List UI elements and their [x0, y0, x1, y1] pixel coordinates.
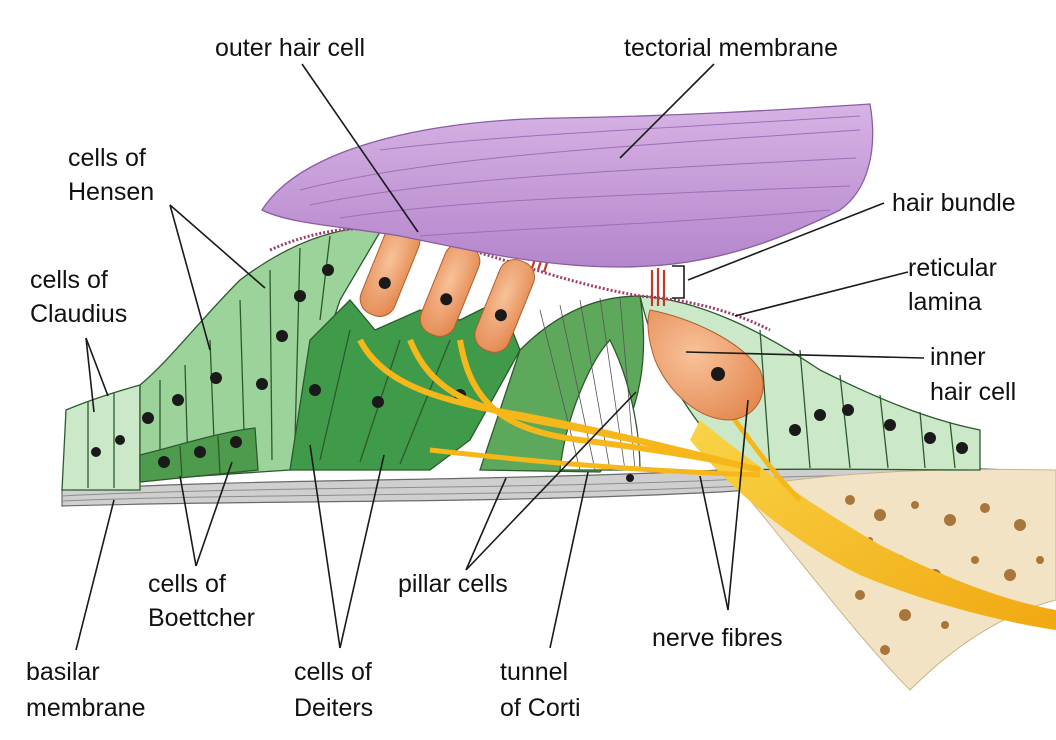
inner-hair-cell-shape	[647, 268, 764, 421]
label-tunnel-of-corti-line1: tunnel	[500, 658, 568, 686]
label-tectorial-membrane: tectorial membrane	[624, 34, 838, 62]
label-reticular-lamina-line1: reticular	[908, 254, 997, 282]
label-cells-of-claudius-line2: Claudius	[30, 300, 127, 328]
claudius-cells-shape	[61, 384, 141, 491]
leader-lines	[75, 63, 925, 651]
label-cells-of-hensen-line1: cells of	[68, 144, 146, 172]
label-cells-of-boettcher-line2: Boettcher	[148, 604, 255, 632]
label-cells-of-hensen-line2: Hensen	[68, 178, 154, 206]
label-cells-of-deiters-line1: cells of	[294, 658, 372, 686]
label-nerve-fibres: nerve fibres	[652, 624, 783, 652]
label-tunnel-of-corti-line2: of Corti	[500, 694, 581, 722]
label-basilar-membrane-line1: basilar	[26, 658, 100, 686]
label-cells-of-claudius-line1: cells of	[30, 266, 108, 294]
label-basilar-membrane-line2: membrane	[26, 694, 146, 722]
label-cells-of-deiters-line2: Deiters	[294, 694, 373, 722]
label-inner-hair-cell-line1: inner	[930, 343, 986, 371]
boettcher-cells-shape	[139, 427, 259, 483]
nerve-fibres-shape	[357, 338, 1056, 630]
hair-bundle-bracket	[672, 265, 685, 299]
label-outer-hair-cell: outer hair cell	[215, 34, 365, 62]
label-inner-hair-cell-line2: hair cell	[930, 378, 1016, 406]
label-cells-of-boettcher-line1: cells of	[148, 570, 226, 598]
label-pillar-cells: pillar cells	[398, 570, 508, 598]
label-reticular-lamina-line2: lamina	[908, 288, 982, 316]
label-hair-bundle: hair bundle	[892, 189, 1016, 217]
